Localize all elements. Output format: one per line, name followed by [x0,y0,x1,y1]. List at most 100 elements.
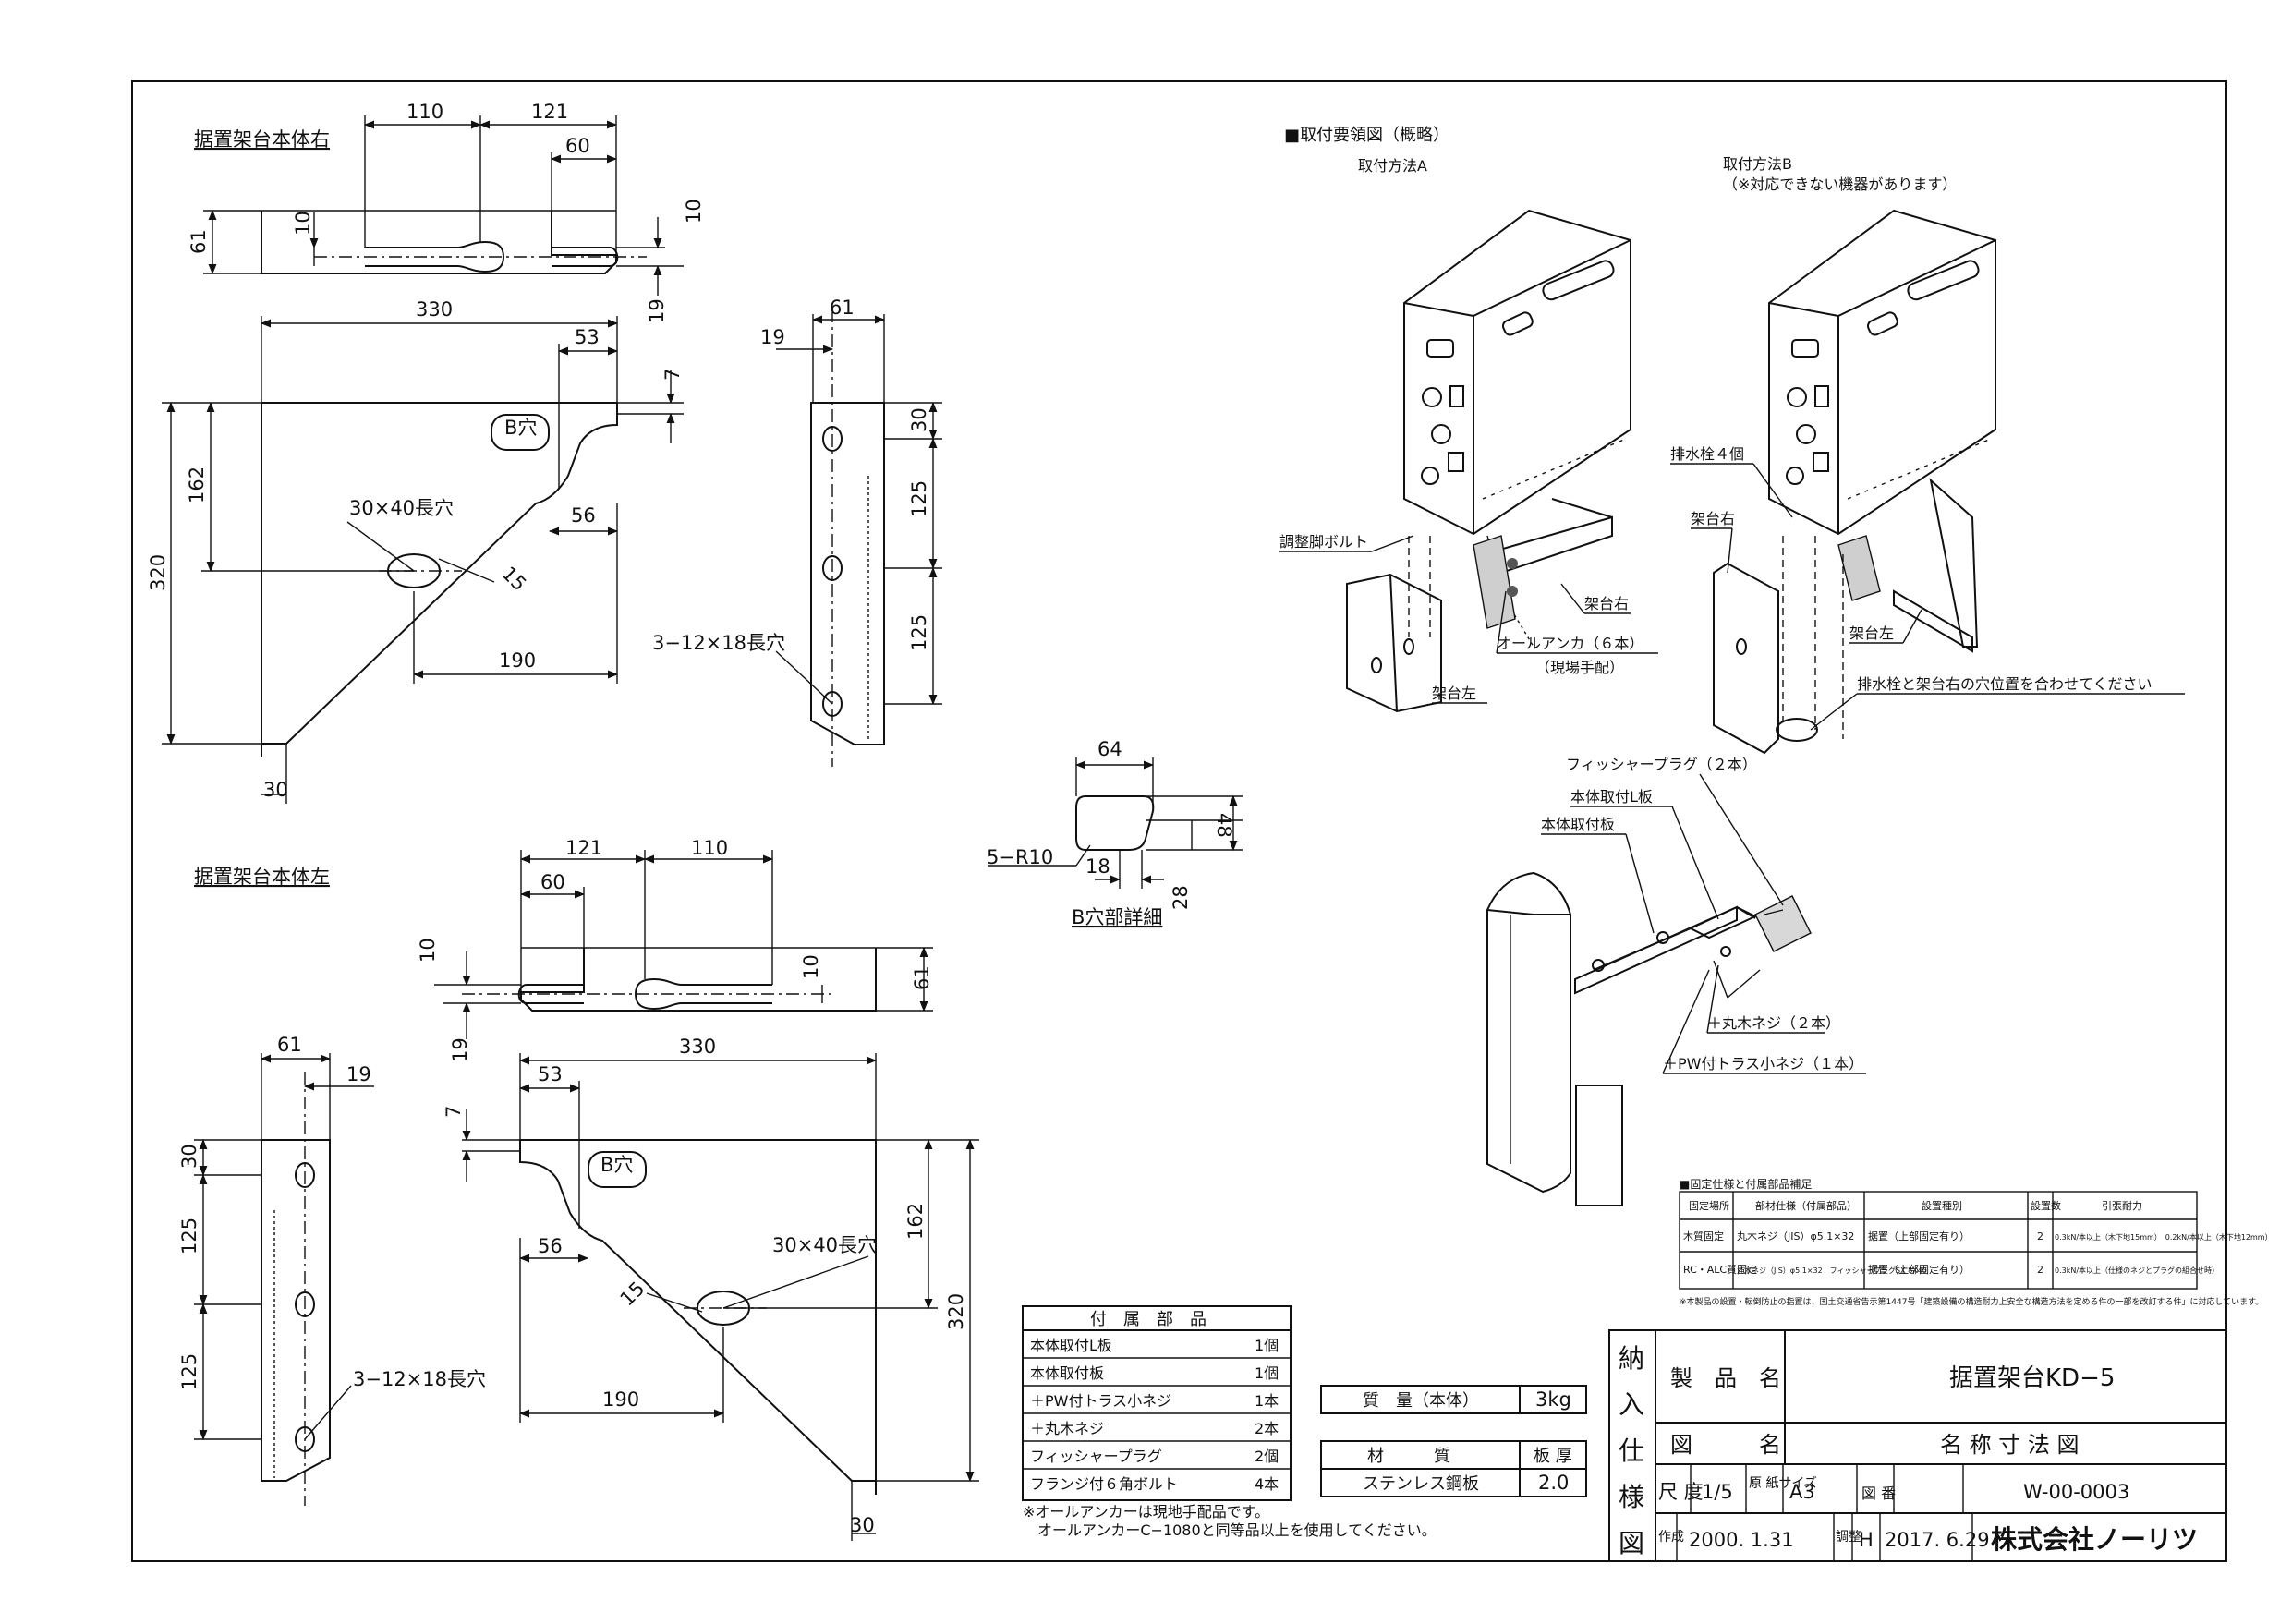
spec-r2c3: 据置（上部固定有り） [1868,1263,1970,1276]
method-a-unit [1346,209,1631,713]
spec-r1c5: 0.3kN/本以上（木下地15mm） 0.2kN/本以上（木下地12mm） [2055,1232,2273,1242]
method-b-unit [1713,209,1996,755]
install-title: ■取付要領図（概略） [1284,126,1449,145]
spec-r2c4: 2 [2037,1264,2043,1276]
right-side-view [162,316,684,804]
dim-125b-lfront: 125 [178,1353,200,1390]
spec-r1c4: 2 [2037,1230,2043,1242]
mass-material-table [1320,1385,1587,1497]
dim-60: 60 [565,135,590,157]
spec-h4: 設置数 [2031,1199,2061,1212]
dim-30-lfront: 30 [178,1144,200,1169]
spec-r2c5: 0.3kN/本以上（仕様のネジとプラグの組合せ時） [2055,1266,2219,1275]
tb-scale-label: 尺 度 [1658,1481,1704,1503]
b-hole-right [491,414,550,451]
method-b-note: （※対応できない機器があります） [1723,176,1957,193]
dim-110-left: 110 [691,837,728,859]
right-view-title: 据置架台本体右 [194,128,330,151]
material-v2: 2.0 [1538,1472,1569,1494]
method-a-label: 取付方法A [1358,157,1427,175]
dim-56: 56 [571,504,596,527]
spec-h1: 固定場所 [1689,1199,1729,1212]
dim-61-left: 61 [911,965,933,990]
b-hole-detail-title: B穴部詳細 [1072,906,1162,928]
drawing-frame [131,80,2227,1562]
part-3-qty: 1本 [1255,1392,1279,1410]
tb-drawing: 名 称 寸 法 図 [1940,1432,2080,1458]
method-b-label: 取付方法B [1723,155,1792,173]
b-hole-left [588,1151,647,1188]
right-front-view [775,309,942,767]
material-h1: 材 質 [1367,1447,1450,1466]
spec-r1c1: 木質固定 [1683,1230,1724,1242]
dim-18: 18 [1085,855,1110,878]
tb-scale: 1/5 [1702,1481,1733,1503]
tb-side-2: 入 [1619,1389,1644,1420]
spec-r2c1: RC・ALC質固定 [1683,1263,1757,1276]
tb-paper-label: 原 紙サイズ [1749,1476,1817,1491]
left-side-view [462,1053,979,1541]
mass-label: 質 量（本体） [1363,1391,1479,1411]
material-v1: ステンレス鋼板 [1363,1474,1479,1494]
rack-left-label-a: 架台左 [1432,685,1476,702]
dim-60-left: 60 [540,871,565,893]
dim-110: 110 [406,101,443,123]
holes-label: 3−12×18長穴 [652,632,785,654]
left-front-view [194,1053,374,1506]
tb-no-label: 図 番 [1861,1485,1896,1502]
dim-61: 61 [188,229,210,254]
dim-61-lfront: 61 [277,1034,302,1056]
wall-mount-detail [1486,871,1812,1206]
tb-drawing-label: 図 名 [1670,1432,1781,1458]
tb-side-1: 納 [1619,1343,1644,1374]
dim-7: 7 [661,369,684,381]
dim-64: 64 [1097,738,1122,760]
dim-7-left: 7 [443,1106,465,1118]
parts-note-1: ※オールアンカーは現地手配品です。 [1023,1503,1269,1521]
tb-made-label: 作成 [1658,1530,1684,1545]
spec-note: ※本製品の設置・転倒防止の指置は、国土交通省告示第1447号「建築設備の構造耐力… [1680,1296,2263,1307]
dim-19-front: 19 [760,326,785,348]
dim-320: 320 [147,554,169,591]
title-block [1608,1329,2227,1562]
spec-title: ■固定仕様と付属部品補足 [1680,1177,1812,1191]
tb-paper: A3 [1789,1481,1815,1503]
dim-19-left: 19 [449,1037,471,1062]
parts-table [1022,1305,1292,1501]
spec-r1c2: 丸木ネジ（JIS）φ5.1×32 [1737,1230,1854,1242]
dim-48: 48 [1213,813,1235,838]
part-5-qty: 2個 [1255,1448,1279,1465]
tb-product-label: 製 品 名 [1670,1365,1781,1391]
dim-190-left: 190 [602,1388,639,1411]
spec-r1c3: 据置（上部固定有り） [1868,1230,1970,1242]
dim-30-left: 30 [850,1514,875,1536]
dim-162-left: 162 [904,1203,927,1240]
spec-h3: 設置種別 [1922,1199,1962,1212]
wood-screw-label: ＋丸木ネジ（２本） [1707,1014,1840,1032]
rack-right-label-a: 架台右 [1584,595,1629,612]
dim-330: 330 [416,298,453,321]
tb-product: 据置架台KD−5 [1949,1364,2115,1392]
dim-19: 19 [646,298,668,323]
dim-125-front: 125 [908,480,930,517]
tb-adj-mark: H [1859,1529,1874,1551]
l-plate-label: 本体取付L板 [1570,788,1653,806]
left-top-view [434,850,933,1039]
dim-30: 30 [263,779,288,801]
tb-adj: 2017. 6.29 [1885,1529,1990,1551]
part-1-qty: 1個 [1255,1337,1279,1354]
rack-left-label-b: 架台左 [1849,624,1894,642]
spec-r2c2: 丸木ネジ（JIS）φ5.1×32 フィッシャープラグSX 8X40 [1737,1266,1927,1275]
mass-value: 3kg [1535,1388,1571,1411]
b-hole-detail [988,757,1243,889]
b-hole-label-left: B穴 [600,1154,633,1176]
part-1-name: 本体取付L板 [1030,1337,1112,1354]
parts-title: 付 属 部 品 [1090,1310,1207,1329]
part-2-name: 本体取付板 [1030,1364,1104,1382]
tb-made: 2000. 1.31 [1689,1529,1794,1551]
part-6-name: フランジ付６角ボルト [1030,1475,1178,1493]
holes-label-left: 3−12×18長穴 [353,1368,486,1390]
part-4-name: ＋丸木ネジ [1030,1420,1104,1437]
spec-table [1679,1191,2198,1290]
